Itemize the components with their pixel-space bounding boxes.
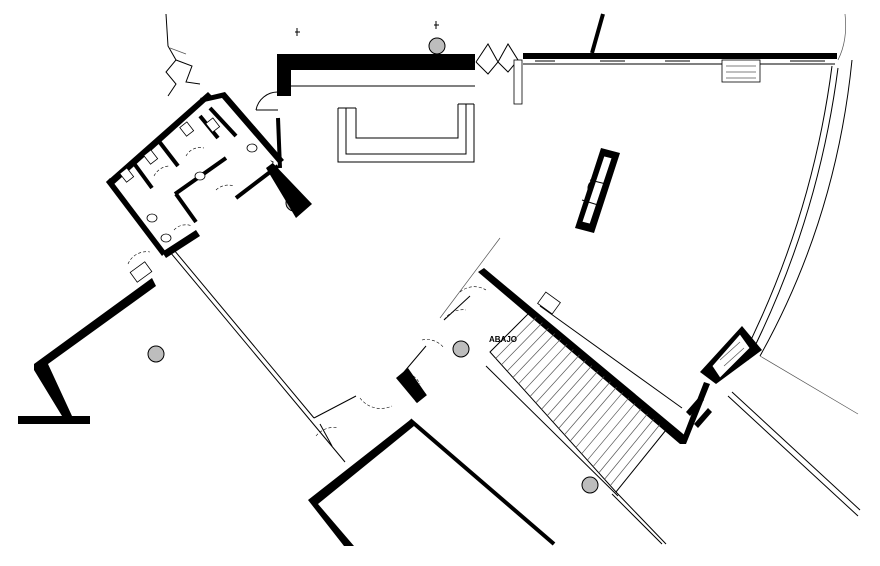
glazing-west xyxy=(169,249,346,463)
stair-tread xyxy=(587,402,636,461)
curved-facade xyxy=(741,13,859,415)
column xyxy=(452,340,470,358)
stair-tread xyxy=(558,376,605,429)
stair-tread xyxy=(518,338,562,385)
stair-tread xyxy=(604,419,654,480)
stair-label: ABAJO xyxy=(489,335,517,344)
stair xyxy=(485,311,667,545)
stair-tread xyxy=(581,397,630,455)
stair-tread xyxy=(610,424,661,486)
top-wall-right xyxy=(523,13,837,83)
stair-tread xyxy=(598,413,648,474)
stair-tread xyxy=(575,392,623,448)
column xyxy=(428,37,446,55)
stair-tread xyxy=(569,386,617,442)
small-markers xyxy=(295,21,439,36)
stair-tread xyxy=(547,365,593,416)
top-wall-left xyxy=(277,54,475,96)
wall-south xyxy=(308,368,556,546)
wall-southwest xyxy=(18,251,156,424)
stair-tread xyxy=(529,349,574,397)
column xyxy=(147,345,165,363)
stair-tread xyxy=(495,317,537,359)
toilet-block xyxy=(106,91,312,258)
stair-tread xyxy=(592,408,642,467)
stair-tread xyxy=(512,333,555,378)
column xyxy=(581,476,599,494)
entrance-doors xyxy=(475,43,523,105)
stair-tread xyxy=(506,327,549,372)
stair-tread xyxy=(541,360,586,410)
doors-south xyxy=(313,237,501,447)
folding-doors-left xyxy=(165,13,201,97)
stair-tread xyxy=(552,370,599,423)
stair-tread xyxy=(501,322,543,365)
display-stand xyxy=(575,148,620,233)
stair-tread xyxy=(564,381,611,435)
glazing-east xyxy=(611,391,861,545)
reception-counter xyxy=(337,103,475,163)
stair-wall xyxy=(478,268,762,444)
stair-tread xyxy=(535,354,580,404)
stair-tread xyxy=(524,343,568,391)
